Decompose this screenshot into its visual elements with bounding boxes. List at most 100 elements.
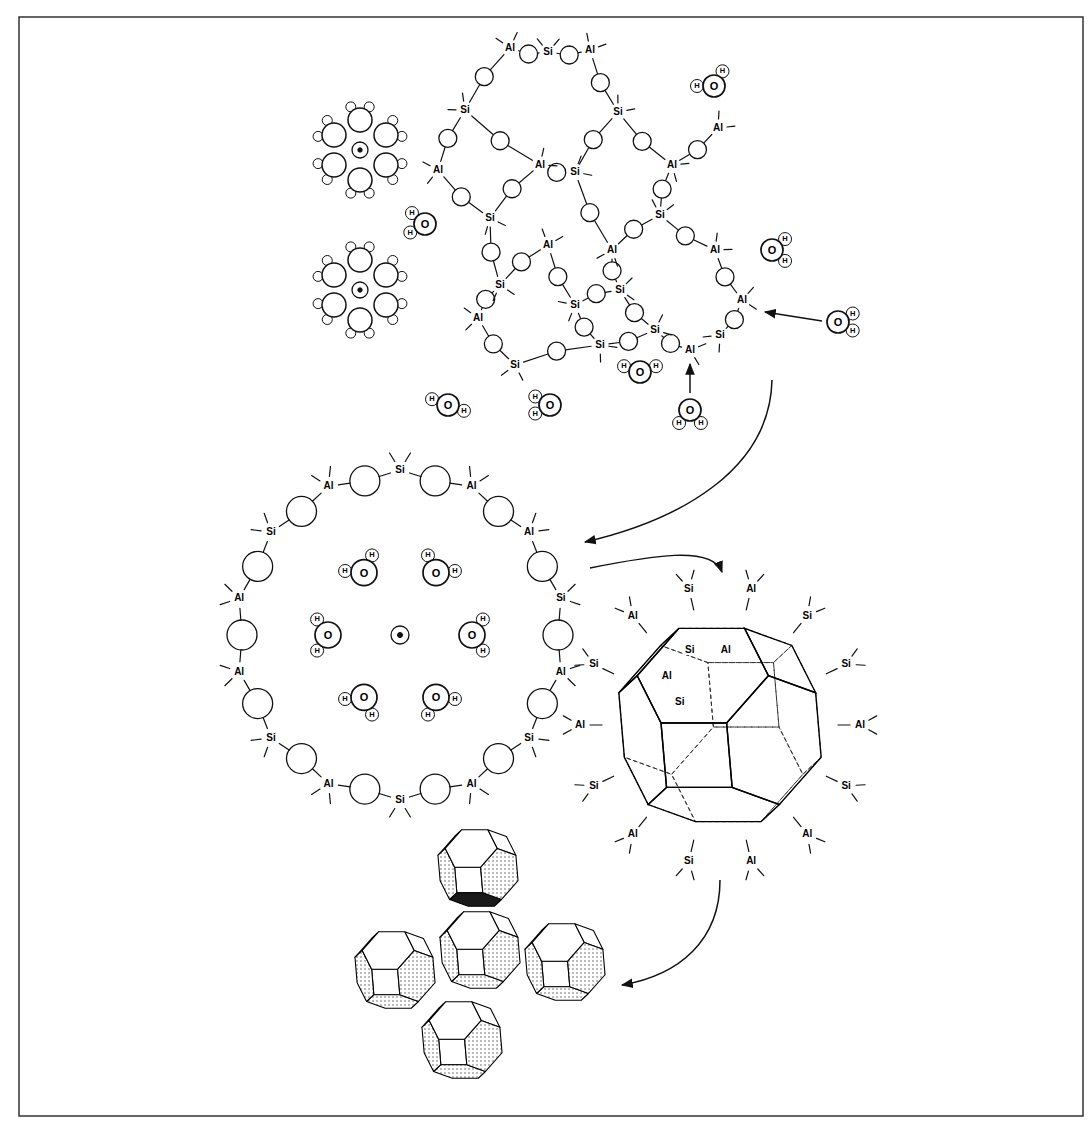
bond-tick bbox=[615, 608, 623, 611]
water-oxygen bbox=[348, 308, 372, 332]
oxygen-label: O bbox=[636, 367, 645, 378]
hydrogen-atom bbox=[448, 564, 461, 577]
bond-tick bbox=[542, 229, 545, 237]
bond-tick bbox=[539, 739, 549, 740]
framework-atom-label: Si bbox=[394, 795, 405, 805]
bond-tick bbox=[251, 530, 261, 531]
oxygen-atom bbox=[653, 180, 671, 198]
cation bbox=[352, 282, 368, 298]
hydrogen-atom bbox=[339, 564, 352, 577]
oxygen-atom bbox=[477, 290, 495, 308]
bond-tick bbox=[470, 794, 471, 804]
bond-line bbox=[450, 785, 462, 787]
bond-tick bbox=[575, 784, 584, 786]
framework-atom-label: Al bbox=[661, 671, 673, 681]
hydrogen-label: H bbox=[425, 552, 430, 560]
bond-line bbox=[469, 202, 483, 212]
bond-tick bbox=[480, 789, 488, 794]
framework-atom-label: Al bbox=[322, 779, 334, 789]
water-oxygen bbox=[374, 123, 398, 147]
water-oxygen bbox=[827, 311, 849, 333]
oxygen-label: O bbox=[686, 405, 695, 416]
bond-line bbox=[472, 116, 494, 135]
bond-tick bbox=[501, 370, 507, 375]
framework-atom-label: Si bbox=[542, 47, 553, 57]
bond-tick bbox=[532, 747, 535, 756]
framework-atom-label: Si bbox=[684, 645, 695, 655]
oxygen-label: O bbox=[768, 245, 777, 256]
bond-line bbox=[599, 119, 612, 133]
framework-atom-label: Al bbox=[542, 240, 554, 250]
bond-line bbox=[594, 220, 607, 242]
bond-tick bbox=[758, 574, 764, 581]
oxygen-label: O bbox=[468, 630, 477, 641]
bond-line bbox=[680, 154, 690, 160]
bond-tick bbox=[578, 156, 581, 163]
bond-tick bbox=[568, 584, 575, 591]
bond-line bbox=[618, 235, 627, 243]
bond-tick bbox=[667, 205, 673, 210]
bond-tick bbox=[716, 233, 717, 241]
oxygen-atom bbox=[548, 342, 566, 360]
oxygen-atom bbox=[243, 551, 273, 581]
bond-tick bbox=[570, 601, 579, 604]
bond-line bbox=[519, 171, 533, 183]
framework-atom-label: Si bbox=[612, 107, 623, 117]
bond-tick bbox=[746, 570, 748, 579]
hydrogen-label: H bbox=[461, 407, 466, 415]
bond-line bbox=[533, 718, 537, 729]
bond-tick bbox=[629, 844, 631, 853]
hydrogen-label: H bbox=[452, 695, 457, 703]
hydrogen-label: H bbox=[314, 616, 319, 624]
cage-face bbox=[661, 723, 732, 787]
bond-line bbox=[578, 313, 580, 318]
bond-tick bbox=[464, 308, 470, 313]
bond-tick bbox=[598, 44, 605, 47]
water-oxygen bbox=[629, 361, 651, 383]
hydrogen-label: H bbox=[369, 552, 374, 560]
framework-atom-label: Si bbox=[394, 465, 405, 475]
bond-tick bbox=[225, 584, 232, 591]
water-oxygen bbox=[679, 399, 701, 421]
framework-atom-label: Si bbox=[714, 330, 725, 340]
framework-atom-label: Al bbox=[666, 160, 678, 170]
bond-tick bbox=[251, 739, 261, 740]
bond-tick bbox=[626, 278, 632, 284]
bond-tick bbox=[718, 111, 720, 119]
framework-atom-label: Al bbox=[627, 611, 639, 621]
water-oxygen bbox=[348, 248, 372, 272]
oxygen-atom bbox=[475, 68, 493, 86]
water-oxygen bbox=[539, 394, 561, 416]
bond-tick bbox=[539, 530, 549, 531]
bond-tick bbox=[329, 466, 330, 476]
framework-atom-label: Si bbox=[588, 781, 599, 791]
frame bbox=[19, 17, 1083, 1116]
framework-atom-label: Si bbox=[802, 611, 813, 621]
cation-dot bbox=[398, 633, 403, 638]
bond-tick bbox=[405, 809, 410, 818]
hydrogen-label: H bbox=[653, 362, 658, 370]
bond-tick bbox=[629, 597, 631, 606]
oxygen-atom bbox=[560, 46, 578, 64]
cage-face bbox=[457, 949, 485, 975]
bond-tick bbox=[659, 315, 663, 322]
cage-face bbox=[648, 787, 779, 821]
oxygen-label: O bbox=[432, 567, 441, 578]
oxygen-atom bbox=[503, 180, 521, 198]
bond-line bbox=[649, 147, 665, 159]
bond-line bbox=[624, 119, 637, 134]
bond-tick bbox=[519, 373, 523, 380]
bond-tick bbox=[568, 679, 575, 686]
bond-line bbox=[479, 493, 488, 501]
bond-line bbox=[312, 769, 321, 777]
oxygen-atom bbox=[591, 74, 609, 92]
oxygen-label: O bbox=[546, 400, 555, 411]
bond-tick bbox=[390, 809, 395, 818]
bond-line bbox=[244, 680, 250, 690]
bond-tick bbox=[225, 679, 232, 686]
bond-line bbox=[511, 743, 521, 750]
bond-tick bbox=[609, 346, 617, 347]
hydrogen-label: H bbox=[429, 395, 434, 403]
hidden-edge bbox=[661, 628, 792, 662]
